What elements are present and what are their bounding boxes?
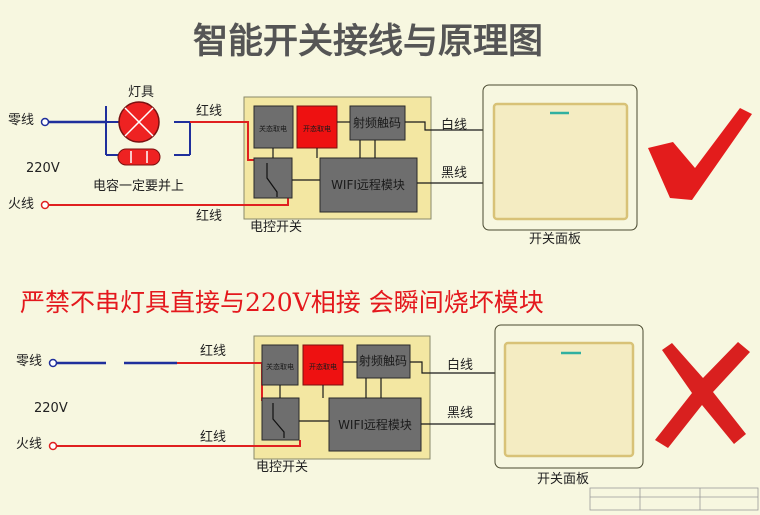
voltage-label: 220V xyxy=(34,401,68,416)
check-mark-icon xyxy=(648,108,752,200)
switch-module-label: 电控开关 xyxy=(256,460,308,475)
live-wire-label: 火线 xyxy=(8,197,34,212)
red-wire-bottom-label: 红线 xyxy=(196,208,222,224)
on-state-power-label: 开态取电 xyxy=(303,124,331,133)
switch-panel-label: 开关面板 xyxy=(529,232,581,247)
relay-switch-icon xyxy=(272,403,285,438)
lamp-icon xyxy=(118,101,160,143)
white-wire-label: 白线 xyxy=(441,117,467,133)
cross-mark-icon xyxy=(655,342,750,448)
lamp-assembly xyxy=(105,101,191,166)
wifi-module-label: WIFI远程模块 xyxy=(331,177,405,192)
relay-switch-icon xyxy=(266,163,278,197)
internal-wiring xyxy=(272,121,486,184)
voltage-label: 220V xyxy=(26,161,60,176)
relay-block xyxy=(253,157,293,199)
switch-panel xyxy=(494,324,644,469)
relay-block xyxy=(261,397,300,441)
off-state-power-block xyxy=(253,105,294,149)
neutral-wire xyxy=(48,358,177,368)
rf-trigger-label: 射频触码 xyxy=(359,353,407,368)
white-wire-label: 白线 xyxy=(447,357,473,373)
capacitor-note: 电容一定要并上 xyxy=(93,178,184,194)
red-wire-top-label: 红线 xyxy=(196,103,222,119)
live-wire xyxy=(48,440,301,451)
correct-wiring-diagram: 零线 220V 灯具 电容一定要并上 红线 xyxy=(8,84,752,247)
red-wire-top-label: 红线 xyxy=(200,343,226,359)
off-state-power-label: 关态取电 xyxy=(266,362,294,371)
neutral-wire-label: 零线 xyxy=(8,113,34,128)
capacitor-icon xyxy=(117,148,161,166)
live-wire xyxy=(40,196,289,210)
neutral-wire xyxy=(40,117,106,127)
warning-text: 严禁不串灯具直接与220V相接 会瞬间烧坏模块 xyxy=(20,288,544,317)
internal-wiring xyxy=(279,361,497,425)
switch-panel xyxy=(482,84,638,231)
black-wire-label: 黑线 xyxy=(447,406,473,421)
off-state-power-label: 关态取电 xyxy=(259,124,287,133)
rf-trigger-label: 射频触码 xyxy=(353,115,401,130)
wifi-module-block xyxy=(328,397,422,452)
lamp-label: 灯具 xyxy=(128,85,154,100)
neutral-wire-label: 零线 xyxy=(16,354,42,369)
switch-panel-label: 开关面板 xyxy=(537,472,589,487)
on-state-power-block xyxy=(296,105,338,149)
incorrect-wiring-diagram: 零线 220V 红线 火线 红线 关态取电 开态取电 射频触码 WIFI远程模块 xyxy=(16,324,759,511)
black-wire-label: 黑线 xyxy=(441,166,467,181)
live-wire-label: 火线 xyxy=(16,437,42,452)
drawing-frame-fragment xyxy=(589,487,759,511)
wifi-module-label: WIFI远程模块 xyxy=(338,417,412,432)
on-state-power-label: 开态取电 xyxy=(309,362,337,371)
red-wire-bottom-label: 红线 xyxy=(200,429,226,445)
wifi-module-block xyxy=(319,157,418,213)
switch-module-label: 电控开关 xyxy=(250,220,302,235)
rf-trigger-block xyxy=(349,105,406,141)
on-state-power-block xyxy=(302,344,344,386)
page-title: 智能开关接线与原理图 xyxy=(193,22,543,62)
off-state-power-block xyxy=(261,344,299,386)
red-wire-top xyxy=(190,121,254,161)
